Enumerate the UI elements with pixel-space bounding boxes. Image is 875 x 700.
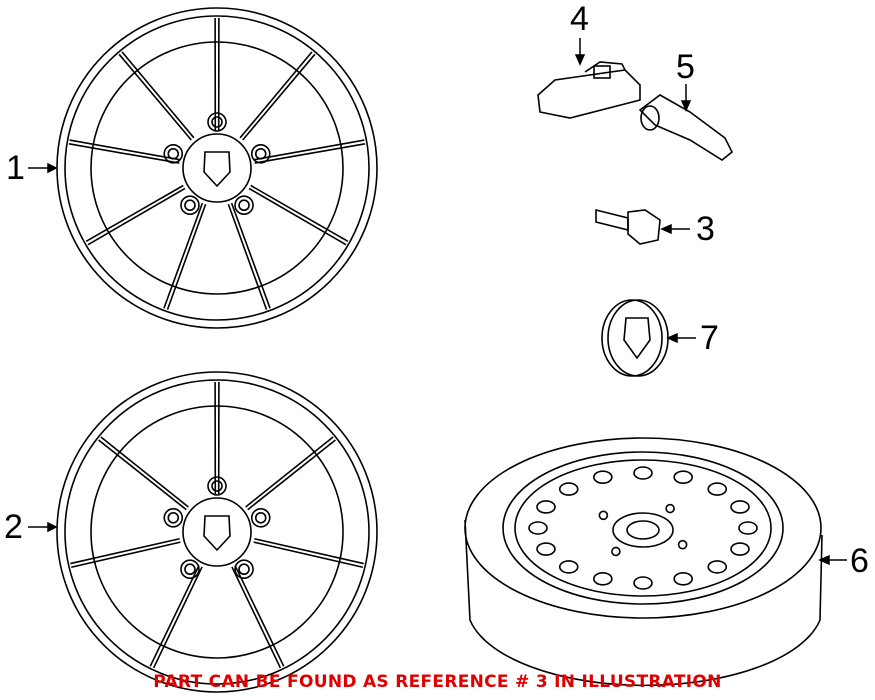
callout-5: 5 bbox=[676, 48, 695, 86]
valve-stem-5 bbox=[638, 94, 734, 161]
wheel-1-nine-spoke bbox=[56, 7, 378, 329]
callout-7: 7 bbox=[700, 319, 719, 357]
callout-4: 4 bbox=[570, 0, 589, 38]
spare-wheel-6 bbox=[464, 437, 823, 687]
center-cap-7 bbox=[601, 299, 669, 377]
wheel-2-seven-spoke bbox=[56, 371, 378, 693]
callout-6: 6 bbox=[850, 542, 869, 580]
callout-2: 2 bbox=[4, 508, 23, 546]
callout-leaders bbox=[28, 38, 847, 566]
wheel-bolt-3 bbox=[595, 208, 661, 245]
footer-note: PART CAN BE FOUND AS REFERENCE # 3 IN IL… bbox=[153, 672, 722, 692]
callout-3: 3 bbox=[696, 210, 715, 248]
tpms-sensor-4 bbox=[537, 61, 641, 119]
callout-1: 1 bbox=[6, 149, 25, 187]
